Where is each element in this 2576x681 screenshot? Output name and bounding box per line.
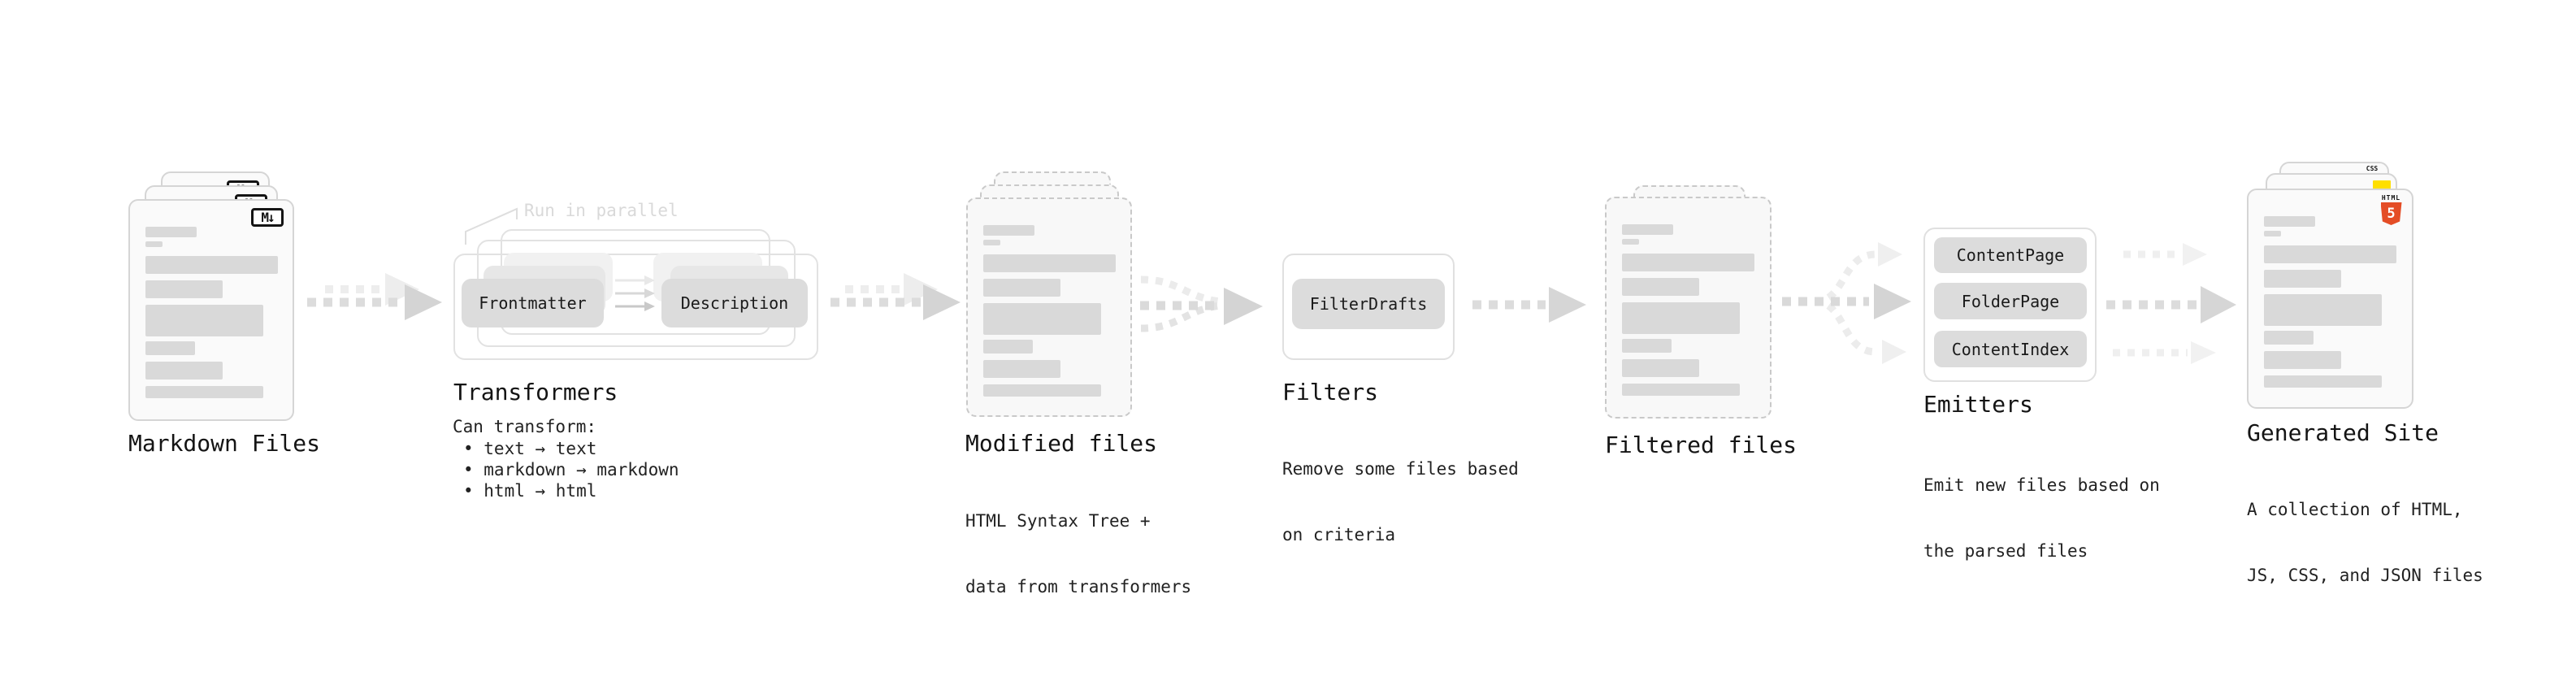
arrow-markdown-to-transformers xyxy=(307,273,442,320)
arrow-emitters-to-generated xyxy=(2106,243,2236,364)
generated-doc-front: HTML 5 xyxy=(2247,189,2413,409)
run-in-parallel-annotation: Run in parallel xyxy=(524,201,679,220)
folderpage-button: FolderPage xyxy=(1934,283,2087,319)
html5-icon: HTML 5 xyxy=(2380,194,2402,225)
emitters-title: Emitters xyxy=(1923,391,2033,418)
arrow-filtered-to-emitters xyxy=(1782,242,1911,364)
frontmatter-button: Frontmatter xyxy=(462,279,604,327)
arrow-transformers-to-modified xyxy=(830,273,961,320)
arrow-filters-to-filtered xyxy=(1472,287,1586,323)
arrow-modified-to-filters xyxy=(1140,275,1263,332)
transformers-title: Transformers xyxy=(453,379,618,406)
js-file-icon xyxy=(2373,180,2391,190)
generated-site-subtitle: A collection of HTML, JS, CSS, and JSON … xyxy=(2247,500,2483,585)
contentindex-button: ContentIndex xyxy=(1934,331,2087,367)
filterdrafts-button: FilterDrafts xyxy=(1292,279,1445,329)
emitters-subtitle: Emit new files based on the parsed files xyxy=(1923,475,2160,561)
modified-doc-front xyxy=(966,197,1132,417)
markdown-doc-front: M↓ xyxy=(128,199,294,421)
filters-title: Filters xyxy=(1282,379,1379,406)
filtered-doc-front xyxy=(1605,197,1772,419)
modified-files-subtitle: HTML Syntax Tree + data from transformer… xyxy=(965,511,1192,596)
transformers-bullet-3: • html → html xyxy=(463,481,597,501)
markdown-icon: M↓ xyxy=(251,208,284,227)
transformers-bullet-1: • text → text xyxy=(463,439,597,458)
markdown-files-title: Markdown Files xyxy=(128,430,321,457)
description-button: Description xyxy=(661,279,808,327)
filtered-files-title: Filtered files xyxy=(1605,432,1798,458)
generated-site-title: Generated Site xyxy=(2247,419,2439,446)
transformer-container-front xyxy=(453,254,818,360)
transformers-subtitle: Can transform: xyxy=(453,417,597,436)
contentpage-button: ContentPage xyxy=(1934,237,2087,273)
filters-subtitle: Remove some files based on criteria xyxy=(1282,459,1519,544)
transformers-bullet-2: • markdown → markdown xyxy=(463,460,679,479)
modified-files-title: Modified files xyxy=(965,430,1158,457)
